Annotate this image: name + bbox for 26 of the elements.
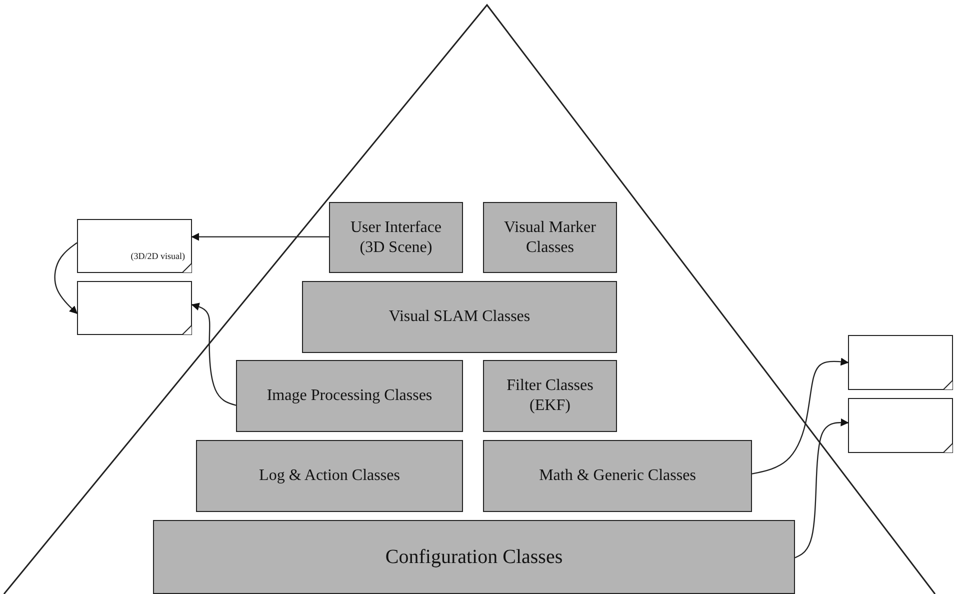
class-box xyxy=(196,440,463,512)
class-box xyxy=(329,202,463,273)
arrow xyxy=(794,418,849,558)
box-label: User Interface (3D Scene) xyxy=(349,218,443,258)
box-label: (3D/2D visual) xyxy=(130,250,185,262)
class-box xyxy=(153,520,795,594)
arrow xyxy=(752,358,849,474)
class-box xyxy=(483,360,617,432)
library-box xyxy=(848,335,953,390)
library-box xyxy=(848,398,953,453)
note-box xyxy=(77,219,192,273)
class-box xyxy=(483,440,752,512)
box-label: Filter Classes (EKF) xyxy=(506,376,594,416)
box-label: Configuration Classes xyxy=(385,544,563,570)
box-label: Visual Marker Classes xyxy=(503,218,597,258)
note-box xyxy=(77,281,192,335)
class-box xyxy=(236,360,463,432)
arrow xyxy=(54,242,78,314)
box-label: Log & Action Classes xyxy=(259,466,400,486)
arrow xyxy=(191,232,329,241)
arrow xyxy=(191,302,236,406)
box-label: Math & Generic Classes xyxy=(539,466,696,486)
class-box xyxy=(302,281,617,353)
box-label: Visual SLAM Classes xyxy=(388,307,530,327)
class-box xyxy=(483,202,617,273)
box-label: Image Processing Classes xyxy=(266,386,432,406)
